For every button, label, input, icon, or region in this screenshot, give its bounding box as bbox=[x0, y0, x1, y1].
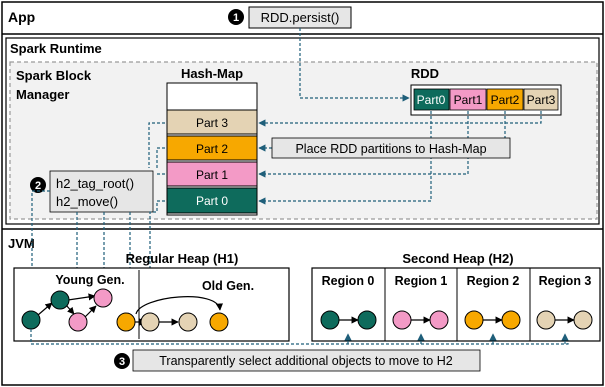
step3-label: Transparently select additional objects … bbox=[159, 354, 452, 368]
hashmap-slot-part2 bbox=[166, 135, 258, 161]
hashmap-slot-part2-label: Part 2 bbox=[196, 142, 228, 156]
rdd-part0 bbox=[413, 88, 450, 111]
old-object-beige-a bbox=[140, 312, 160, 332]
hashmap-slot-part3 bbox=[166, 109, 258, 135]
hashmap-to-heap-arrows bbox=[28, 122, 165, 303]
region3-label: Region 3 bbox=[539, 274, 592, 288]
hashmap-slot-part0-label: Part 0 bbox=[196, 194, 228, 208]
place-partitions-label-box bbox=[271, 137, 511, 159]
young-object-pink-a bbox=[68, 312, 88, 332]
region2-label: Region 2 bbox=[467, 274, 520, 288]
h2-tag-root-call: h2_tag_root() bbox=[56, 176, 134, 191]
heap2-title: Second Heap (H2) bbox=[402, 251, 513, 266]
step3-label-box bbox=[132, 349, 481, 372]
old-object-beige-b bbox=[178, 312, 198, 332]
old-object-orange bbox=[209, 312, 229, 332]
persist-call-label: RDD.persist() bbox=[261, 10, 340, 25]
rdd-part2 bbox=[486, 88, 524, 111]
place-partitions-label: Place RDD partitions to Hash-Map bbox=[295, 142, 486, 156]
young-gen-edges bbox=[37, 293, 223, 326]
block-manager-label-line1: Spark Block bbox=[16, 68, 92, 83]
h2-calls-box bbox=[49, 170, 154, 213]
region1-object-a bbox=[392, 310, 412, 330]
jvm-label: JVM bbox=[8, 236, 35, 251]
rdd-part1 bbox=[449, 88, 487, 111]
region2-object-b bbox=[501, 310, 521, 330]
region0-object-b bbox=[357, 310, 377, 330]
move-to-h2-arrows bbox=[30, 329, 569, 345]
region3-object-b bbox=[573, 310, 593, 330]
heap1-title: Regular Heap (H1) bbox=[126, 251, 239, 266]
step1-badge: 1 bbox=[228, 9, 244, 25]
region2-object-a bbox=[464, 310, 484, 330]
hashmap-table bbox=[166, 82, 258, 216]
heap2-region-dividers bbox=[384, 268, 531, 341]
region1-object-b bbox=[429, 310, 449, 330]
hashmap-slot-part0 bbox=[166, 187, 258, 214]
hashmap-slot-part1 bbox=[166, 161, 258, 187]
young-object-teal-a bbox=[21, 310, 41, 330]
rdd-box bbox=[410, 84, 562, 116]
young-object-teal-b bbox=[50, 290, 70, 310]
region0-object-a bbox=[320, 310, 340, 330]
step2-badge: 2 bbox=[30, 177, 46, 193]
step3-badge: 3 bbox=[114, 353, 130, 369]
region3-object-a bbox=[536, 310, 556, 330]
step1-badge-number: 1 bbox=[233, 12, 239, 24]
rdd-part2-label: Part2 bbox=[491, 93, 520, 107]
young-object-pink-b bbox=[93, 288, 113, 308]
rdd-part3-label: Part3 bbox=[527, 93, 556, 107]
hashmap-title: Hash-Map bbox=[181, 66, 243, 81]
heap2-frame bbox=[311, 267, 601, 342]
persist-to-rdd-arrow bbox=[299, 28, 410, 102]
region1-label: Region 1 bbox=[395, 274, 448, 288]
spark-runtime-label: Spark Runtime bbox=[10, 41, 102, 56]
step2-badge-number: 2 bbox=[35, 180, 41, 192]
young-gen-label: Young Gen. bbox=[55, 273, 124, 287]
hashmap-slot-part3-label: Part 3 bbox=[196, 116, 228, 130]
block-manager-label-line2: Manager bbox=[16, 87, 69, 102]
rdd-part3 bbox=[523, 88, 559, 111]
rdd-part1-label: Part1 bbox=[454, 93, 483, 107]
rdd-title: RDD bbox=[411, 66, 439, 81]
app-label: App bbox=[8, 9, 35, 25]
h2-move-call: h2_move() bbox=[56, 194, 118, 209]
rdd-part0-label: Part0 bbox=[417, 93, 446, 107]
region0-label: Region 0 bbox=[322, 274, 375, 288]
step3-badge-number: 3 bbox=[119, 356, 125, 368]
young-object-orange bbox=[116, 312, 136, 332]
hashmap-slot-part1-label: Part 1 bbox=[196, 168, 228, 182]
old-gen-label: Old Gen. bbox=[202, 279, 254, 293]
